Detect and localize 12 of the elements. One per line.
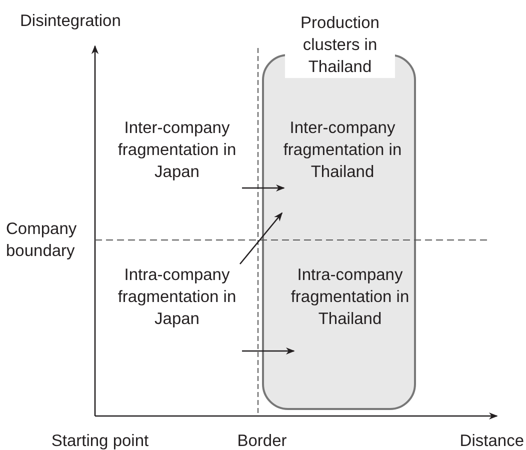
quadrant-text: Intra-company fragmentation in Thailand — [290, 264, 410, 360]
quadrant-text: Intra-company fragmentation in Japan — [112, 264, 242, 360]
arrow — [240, 212, 283, 264]
boundary-label: Company boundary — [6, 219, 78, 262]
quadrant-text: Inter-company fragmentation in Japan — [112, 117, 242, 197]
axis-label: Border — [236, 431, 288, 450]
quadrant-text: Inter-company fragmentation in Thailand — [280, 117, 405, 217]
axis-label: Distance — [458, 431, 524, 450]
axis-label: Starting point — [50, 431, 150, 450]
arrow — [242, 184, 285, 192]
arrow — [242, 347, 295, 355]
axis-label: Disintegration — [20, 11, 122, 32]
